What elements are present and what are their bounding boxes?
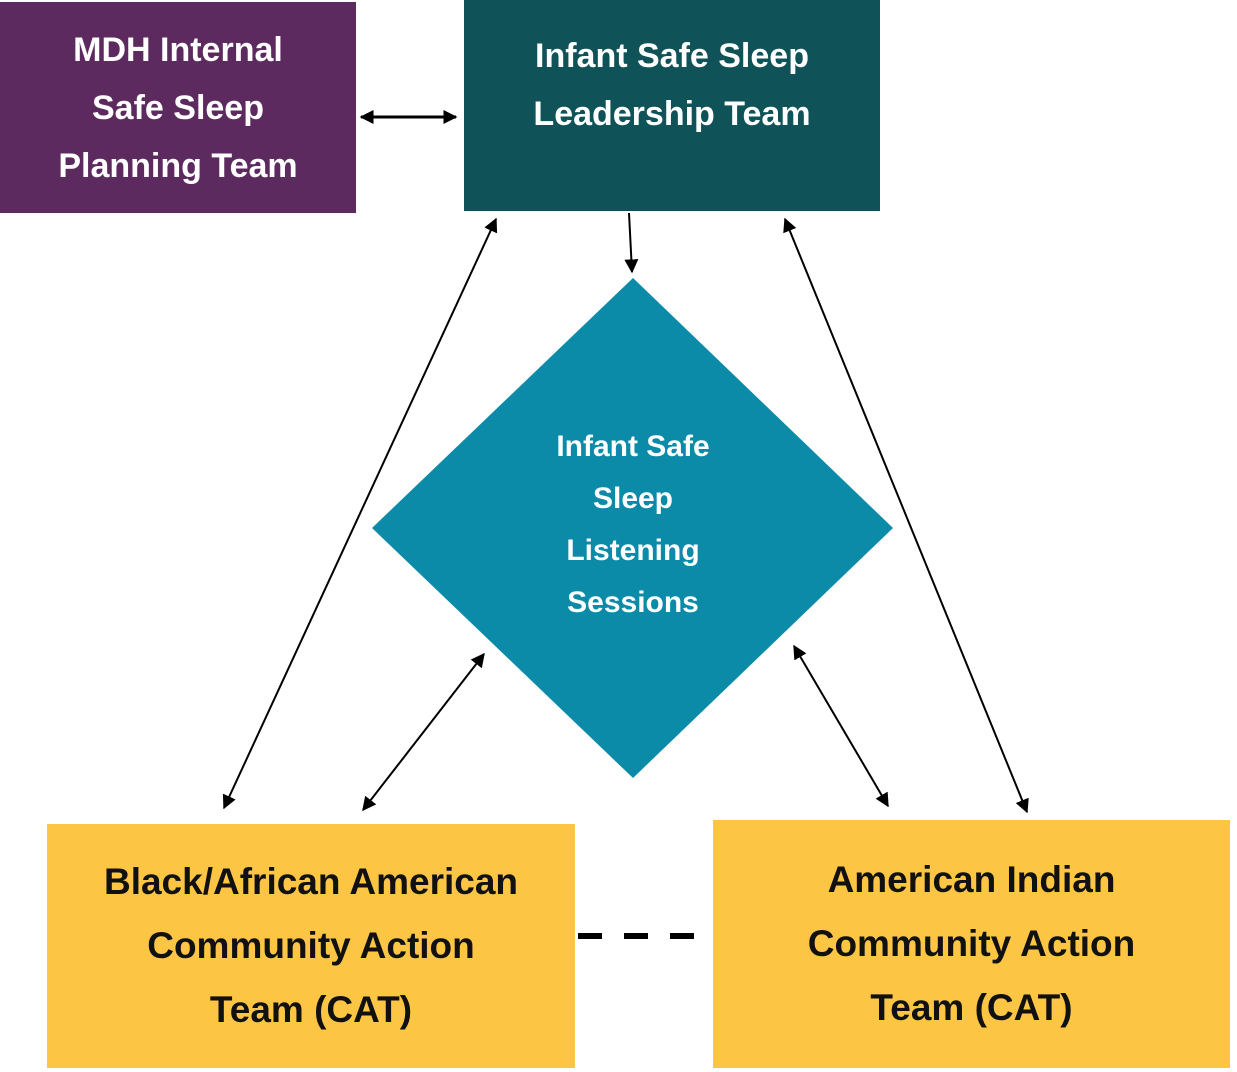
mdh-planning-team-shape [0,2,356,213]
black-cat-label-line-1: Black/African American [103,861,519,902]
black-cat-label-line-2: Community Action [147,925,475,966]
american-indian-cat-label: American Indian Community Action Team (C… [713,820,1230,1068]
ai-cat-label-line-3: Team (CAT) [870,987,1073,1028]
edge-listening-black-cat [362,652,485,812]
mdh-label-line-2: Safe Sleep [92,88,264,127]
mdh-label-line-1: MDH Internal [73,30,283,69]
listening-sessions-label: Infant Safe Sleep Listening Sessions [483,420,783,630]
listening-label-line-2: Sleep [592,482,674,515]
mdh-planning-team-label: MDH Internal Safe Sleep Planning Team [0,2,356,213]
leadership-label-line-2: Leadership Team [533,94,811,133]
mdh-label-line-3: Planning Team [58,146,298,185]
edge-leadership-american-indian-cat [783,217,1029,814]
black-cat-shape [47,824,575,1068]
listening-label-line-4: Sessions [567,586,699,619]
edge-listening-american-indian-cat [793,644,889,808]
ai-cat-label-line-2: Community Action [807,923,1136,964]
edge-leadership-listening [624,212,639,274]
ai-cat-label-line-1: American Indian [827,859,1116,900]
leadership-team-shape [464,0,880,211]
american-indian-cat-shape [713,820,1230,1068]
listening-label-line-1: Infant Safe [556,430,710,463]
leadership-team-label: Infant Safe Sleep Leadership Team [464,0,880,211]
black-cat-label: Black/African American Community Action … [47,824,575,1068]
black-cat-label-line-3: Team (CAT) [209,989,413,1030]
leadership-label-line-1: Infant Safe Sleep [535,36,809,75]
edge-leadership-black-cat [222,217,498,810]
listening-sessions-diamond [372,278,893,778]
listening-label-line-3: Listening [566,534,700,567]
